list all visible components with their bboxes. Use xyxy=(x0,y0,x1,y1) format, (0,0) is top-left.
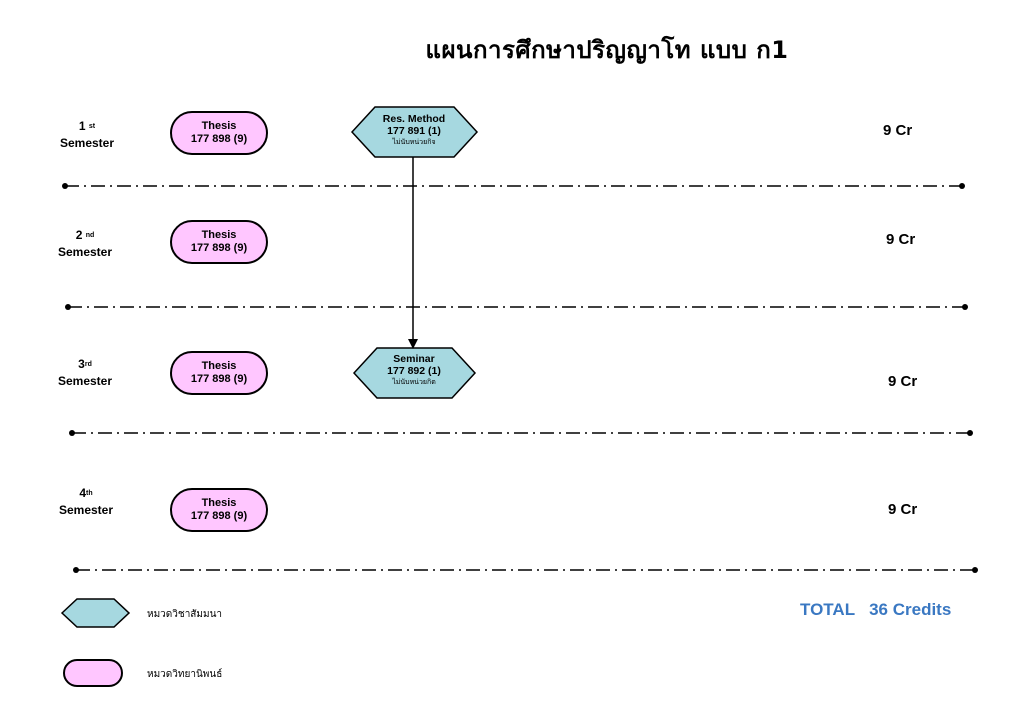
semester-word: Semester xyxy=(57,245,113,259)
semester-divider-3 xyxy=(69,430,973,436)
semester-divider-2 xyxy=(65,304,968,310)
semester-word: Semester xyxy=(57,374,113,388)
semester-word: Semester xyxy=(59,136,115,150)
thesis-course-2: Thesis 177 898 (9) xyxy=(170,220,268,264)
course-name: Thesis xyxy=(201,360,237,372)
course-name: Thesis xyxy=(201,229,237,241)
semester-credits-1: 9 Cr xyxy=(883,122,913,139)
ordinal-suffix: th xyxy=(86,490,93,497)
course-code: 177 898 (9) xyxy=(190,373,248,385)
course-code: 177 898 (9) xyxy=(190,510,248,522)
seminar-course-seminar: Seminar 177 892 (1) ไม่นับหน่วยกิต xyxy=(354,353,474,387)
semester-label-1: 1 st Semester xyxy=(32,119,142,151)
seminar-course-res-method: Res. Method 177 891 (1) ไม่นับหน่วยกิจ xyxy=(354,113,474,147)
semester-credits-3: 9 Cr xyxy=(888,373,918,390)
semester-label-3: 3rd Semester xyxy=(30,357,140,389)
thesis-course-3: Thesis 177 898 (9) xyxy=(170,351,268,395)
semester-divider-1 xyxy=(62,183,965,189)
course-name: Seminar xyxy=(393,353,435,365)
total-credits: TOTAL 36 Credits xyxy=(800,600,951,620)
seminar-hexagon-seminar xyxy=(352,347,477,399)
course-name: Res. Method xyxy=(382,113,446,125)
credit-note: ไม่นับหน่วยกิจ xyxy=(392,138,436,146)
semester-label-2: 2 nd Semester xyxy=(30,228,140,260)
course-code: 177 898 (9) xyxy=(190,133,248,145)
semester-number: 1 xyxy=(78,119,86,133)
semester-number: 2 xyxy=(75,228,83,242)
total-value: 36 Credits xyxy=(869,600,952,619)
semester-number: 4 xyxy=(79,486,87,500)
course-code: 177 892 (1) xyxy=(387,365,441,377)
legend-hexagon xyxy=(60,598,131,628)
semester-divider-4 xyxy=(73,567,978,573)
ordinal-suffix: st xyxy=(88,123,96,130)
total-label: TOTAL xyxy=(800,600,856,619)
thesis-course-4: Thesis 177 898 (9) xyxy=(170,488,268,532)
ordinal-suffix: nd xyxy=(85,232,95,239)
semester-credits-4: 9 Cr xyxy=(888,501,918,518)
course-code: 177 891 (1) xyxy=(387,125,441,137)
credit-note: ไม่นับหน่วยกิต xyxy=(392,378,436,386)
thesis-course-1: Thesis 177 898 (9) xyxy=(170,111,268,155)
semester-number: 3 xyxy=(78,357,85,371)
course-name: Thesis xyxy=(201,120,237,132)
semester-word: Semester xyxy=(58,503,114,517)
legend-thesis-shape xyxy=(63,659,123,687)
semester-label-4: 4th Semester xyxy=(31,486,141,518)
legend-thesis-label: หมวดวิทยานิพนธ์ xyxy=(147,669,223,680)
legend-seminar-label: หมวดวิชาสัมมนา xyxy=(147,609,223,620)
course-code: 177 898 (9) xyxy=(190,242,248,254)
page-title: แผนการศึกษาปริญญาโท แบบ ก1 xyxy=(425,36,789,64)
seminar-hexagon-res-method xyxy=(350,106,479,158)
semester-credits-2: 9 Cr xyxy=(886,231,916,248)
course-name: Thesis xyxy=(201,497,237,509)
ordinal-suffix: rd xyxy=(84,361,92,368)
